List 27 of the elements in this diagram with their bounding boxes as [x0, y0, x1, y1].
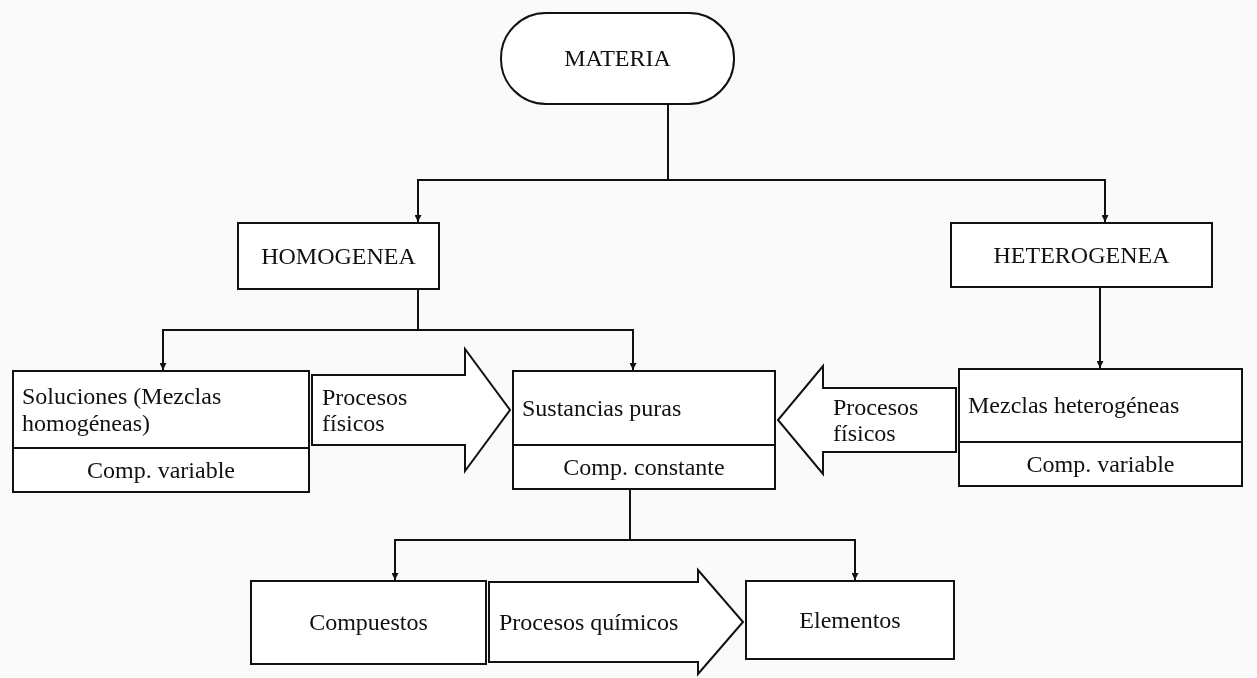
category-box [12, 370, 310, 493]
arrow [1096, 287, 1104, 369]
arrow [417, 289, 637, 371]
node-label: Sustancias puras [521, 393, 683, 423]
block-arrow [488, 567, 745, 677]
node-label: Soluciones (Mezclas homogéneas) [21, 382, 223, 438]
edge-label: Procesos químicos [499, 607, 680, 637]
edge-label: Procesos físicos [833, 392, 920, 448]
node-label: HETEROGENEA [992, 240, 1171, 270]
node-label: MATERIA [563, 44, 672, 74]
block-arrow [776, 363, 957, 477]
edge-label: Procesos físicos [322, 382, 409, 438]
category-box [512, 370, 776, 490]
category-box [745, 580, 955, 660]
category-box [237, 222, 440, 290]
category-box [950, 222, 1213, 288]
category-box [250, 580, 487, 665]
composition-label: Comp. variable [14, 447, 308, 491]
node-label: Elementos [798, 605, 902, 635]
category-box [958, 368, 1243, 487]
composition-label: Comp. variable [960, 441, 1241, 485]
block-arrow [311, 345, 512, 475]
node-label: Compuestos [308, 608, 429, 638]
node-label: HOMOGENEA [260, 241, 417, 271]
node-label: Mezclas heterogéneas [967, 391, 1181, 421]
composition-label: Comp. constante [514, 444, 774, 488]
arrow [629, 489, 859, 581]
